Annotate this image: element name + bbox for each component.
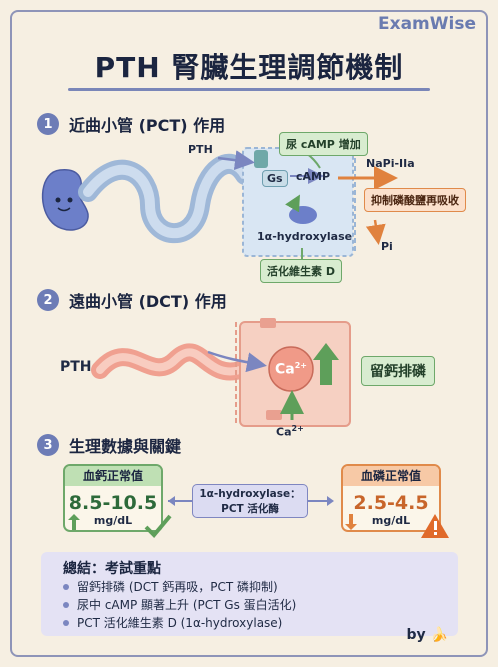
section-1-title: 近曲小管 (PCT) 作用 [69, 116, 226, 135]
title-underline [68, 88, 430, 91]
calcium-card: 血鈣正常值 8.5-10.5 mg/dL [63, 464, 163, 532]
ca-in-label: Ca2+ [276, 424, 304, 439]
hydroxylase-note-line2: PCT 活化酶 [221, 503, 279, 515]
page-title: PTH 腎臟生理調節機制 [94, 51, 404, 84]
active-vitd-tag: 活化維生素 D [260, 259, 342, 283]
phosphate-icons [345, 514, 449, 538]
calcium-card-header: 血鈣正常值 [65, 466, 161, 486]
list-item: 留鈣排磷 (DCT 鈣再吸，PCT 磷抑制) [63, 578, 296, 596]
section-2-header: 2 遠曲小管 (DCT) 作用 [37, 288, 227, 312]
ca-ion-label: Ca2+ [275, 361, 308, 378]
calcium-value: 8.5-10.5 [68, 492, 158, 514]
banana-icon: 🍌 [430, 627, 448, 643]
summary-list: 留鈣排磷 (DCT 鈣再吸，PCT 磷抑制) 尿中 cAMP 顯著上升 (PCT… [63, 578, 296, 632]
inhibit-phosphate-tag: 抑制磷酸鹽再吸收 [364, 188, 466, 212]
camp-label: cAMP [296, 170, 331, 183]
hydroxylase-note-line1: 1α-hydroxylase： [199, 488, 301, 500]
pct-pth-label: PTH [188, 143, 213, 156]
phosphate-value: 2.5-4.5 [353, 492, 429, 514]
phosphate-card: 血磷正常值 2.5-4.5 mg/dL [341, 464, 441, 532]
summary-box: 總結：考試重點 留鈣排磷 (DCT 鈣再吸，PCT 磷抑制) 尿中 cAMP 顯… [41, 552, 458, 636]
section-1-number: 1 [37, 113, 59, 135]
urine-camp-tag: 尿 cAMP 增加 [279, 132, 368, 156]
calcium-icons [68, 514, 172, 538]
retain-ca-tag: 留鈣排磷 [361, 356, 435, 386]
up-arrow-icon [68, 514, 80, 530]
section-2-title: 遠曲小管 (DCT) 作用 [69, 292, 227, 311]
section-3-header: 3 生理數據與關鍵 [37, 433, 181, 457]
section-3-title: 生理數據與關鍵 [69, 437, 182, 456]
double-arrow [168, 496, 334, 506]
summary-heading: 總結：考試重點 [63, 561, 161, 577]
section-1-header: 1 近曲小管 (PCT) 作用 [37, 112, 225, 136]
brand-logo: ExamWise [378, 14, 476, 34]
check-icon [144, 514, 172, 538]
dct-pth-label: PTH [60, 359, 92, 375]
phosphate-unit: mg/dL [371, 514, 411, 527]
hydroxylase-note: 1α-hydroxylase： PCT 活化酶 [192, 484, 308, 518]
napi-label: NaPi-IIa [366, 157, 415, 170]
pi-label: Pi [381, 240, 393, 253]
gs-protein: Gs [262, 170, 288, 187]
byline: by 🍌 [406, 627, 448, 643]
down-arrow-icon [345, 514, 357, 530]
phosphate-card-header: 血磷正常值 [343, 466, 439, 486]
list-item: PCT 活化維生素 D (1α-hydroxylase) [63, 614, 296, 632]
section-2-number: 2 [37, 289, 59, 311]
page-frame [10, 10, 488, 657]
section-3-number: 3 [37, 434, 59, 456]
calcium-unit: mg/dL [93, 514, 133, 527]
hydroxylase-label: 1α-hydroxylase [257, 230, 353, 243]
list-item: 尿中 cAMP 顯著上升 (PCT Gs 蛋白活化) [63, 596, 296, 614]
